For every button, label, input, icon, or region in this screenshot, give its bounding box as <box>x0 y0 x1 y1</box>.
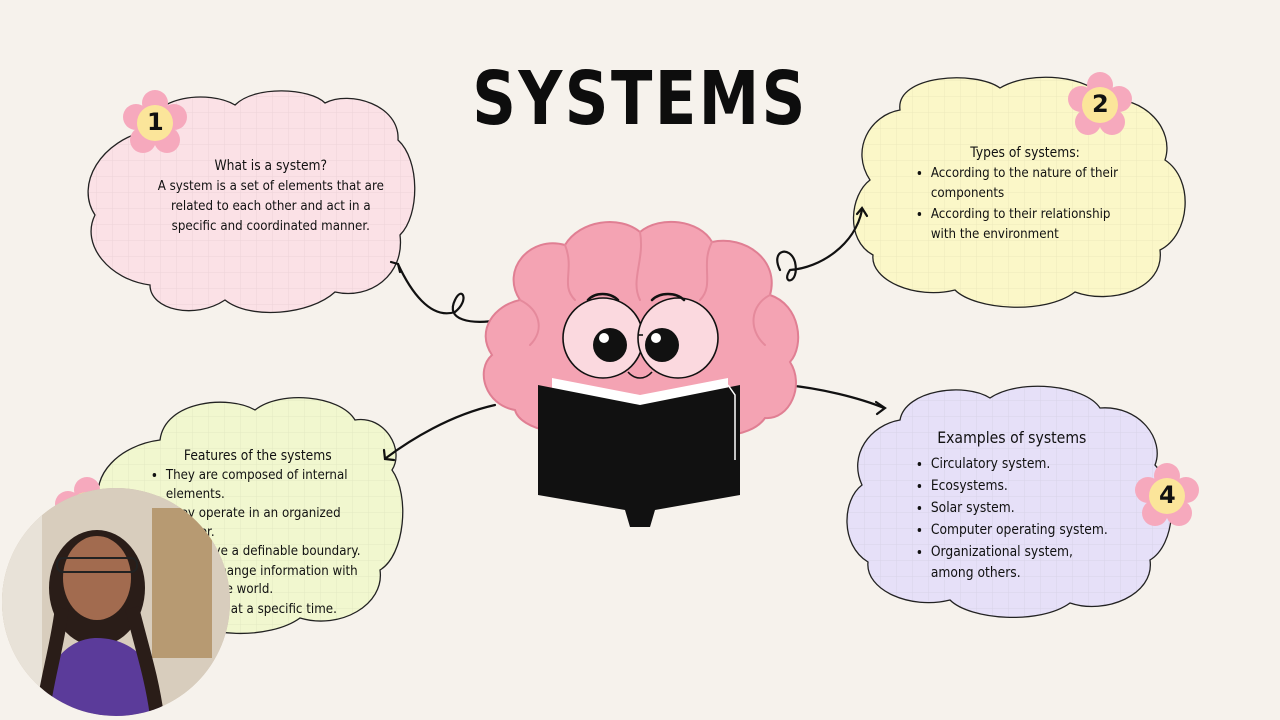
list-item: Computer operating system. <box>931 520 1109 541</box>
card-2-list: According to the nature of their compone… <box>915 163 1135 244</box>
page-title: SYSTEMS <box>472 56 808 142</box>
list-item: Ecosystems. <box>931 476 1109 497</box>
list-item: They are composed of internal elements. <box>166 466 366 503</box>
presenter-video-frame <box>2 488 230 716</box>
list-item: Solar system. <box>931 498 1109 519</box>
cloud-4 <box>846 385 1173 618</box>
flower-badge-1 <box>123 90 187 153</box>
card-2-heading: Types of systems: <box>970 145 1080 161</box>
brain-character <box>482 220 800 527</box>
card-4-text: Examples of systems Circulatory system. … <box>915 428 1109 585</box>
flower-badge-2 <box>1068 72 1132 135</box>
card-1-body: A system is a set of elements that are r… <box>157 178 384 234</box>
card-4-list: Circulatory system. Ecosystems. Solar sy… <box>915 454 1109 584</box>
list-item: Circulatory system. <box>931 454 1109 475</box>
card-2-text: Types of systems: According to the natur… <box>915 143 1135 245</box>
card-3-heading: Features of the systems <box>183 448 332 464</box>
list-item: Organizational system, among others. <box>931 542 1109 584</box>
cloud-2 <box>852 76 1186 308</box>
presenter-webcam <box>2 488 230 716</box>
list-item: According to their relationship with the… <box>931 204 1135 244</box>
card-4-heading: Examples of systems <box>937 428 1087 447</box>
badge-number-1: 1 <box>147 108 164 136</box>
badge-number-2: 2 <box>1092 90 1109 118</box>
card-1-heading: What is a system? <box>214 158 328 174</box>
badge-number-4: 4 <box>1159 481 1176 509</box>
list-item: According to the nature of their compone… <box>931 163 1135 203</box>
card-1-text: What is a system? A system is a set of e… <box>152 156 390 236</box>
flower-badge-4 <box>1135 463 1199 526</box>
